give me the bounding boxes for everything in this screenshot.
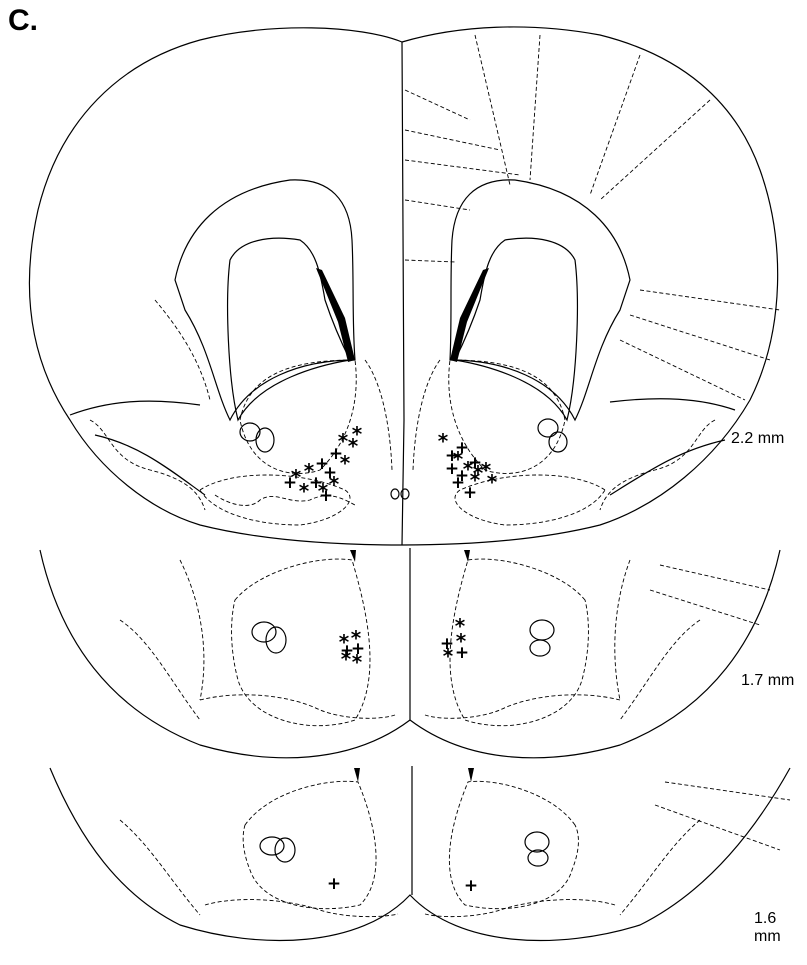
section-1-right-white-matter <box>450 180 630 420</box>
star-marker: * <box>352 650 363 674</box>
section-1-6mm <box>50 766 790 941</box>
plus-marker: + <box>463 483 477 503</box>
section-1-level-label: 2.2 mm <box>731 430 784 448</box>
star-marker: * <box>487 470 498 494</box>
star-marker: * <box>443 644 454 668</box>
section-3-right-ac-1 <box>525 832 549 852</box>
section-2-right-ac-2 <box>530 640 550 656</box>
section-1-left-shell <box>90 420 205 510</box>
section-1-left-tract <box>316 268 355 362</box>
section-1-ventral-band-left <box>70 401 200 415</box>
injection-site-markers: ***+*++**+**+*+*++*+*++***+*+**++****+*+… <box>283 422 498 896</box>
section-2-right-outer <box>615 560 630 700</box>
section-2-left-lateral <box>120 620 200 720</box>
section-2-right-cortical-1 <box>660 565 770 590</box>
section-2-2mm <box>29 27 780 545</box>
section-3-right-cortical-2 <box>655 805 780 850</box>
panel-label: C. <box>8 4 38 38</box>
section-1-midline <box>402 42 404 545</box>
section-1-left-ac-2 <box>256 428 274 452</box>
section-3-level-label: 1.6 mm <box>754 910 807 946</box>
star-marker: * <box>340 451 351 475</box>
section-2-right-ventral <box>425 695 620 718</box>
section-3-left-lateral <box>120 820 200 915</box>
plus-marker: + <box>455 643 469 663</box>
section-1-right-ventricle <box>455 238 577 420</box>
star-marker: * <box>299 479 310 503</box>
section-1-left-medial <box>365 360 392 470</box>
section-1-right-medial <box>413 360 440 470</box>
section-2-right-striatum <box>450 559 588 726</box>
plus-marker: + <box>327 874 341 894</box>
section-1-left-ventricle <box>228 238 350 420</box>
section-2-left-outer <box>180 560 204 700</box>
section-1-right-tract <box>450 268 489 362</box>
star-marker: * <box>341 647 352 671</box>
section-2-right-cortical-2 <box>650 590 760 625</box>
section-3-left-tract <box>354 768 360 782</box>
section-1-cortical-divisions <box>405 35 780 400</box>
plus-marker: + <box>464 876 478 896</box>
section-1-left-lateral-dash <box>155 300 210 400</box>
section-3-left-ac-2 <box>275 838 295 862</box>
section-3-outline <box>50 768 790 941</box>
section-3-left-ventral <box>205 900 398 917</box>
section-3-right-tract <box>468 768 474 782</box>
section-2-left-ventral <box>200 695 395 718</box>
section-2-right-lateral <box>620 620 700 720</box>
section-1-left-white-matter <box>175 180 355 420</box>
section-3-left-striatum <box>243 781 376 908</box>
section-1-midline-circle-1 <box>391 489 399 499</box>
plus-marker: + <box>319 486 333 506</box>
section-1-piriform-right <box>610 440 725 495</box>
section-1-ventral-band-right <box>610 399 735 410</box>
section-2-left-ac-1 <box>252 622 276 642</box>
section-1-left-ventral-complex <box>215 495 355 505</box>
section-2-level-label: 1.7 mm <box>741 672 794 690</box>
section-2-right-ac-1 <box>530 620 554 640</box>
section-3-right-lateral <box>620 820 700 915</box>
section-1-7mm <box>40 548 780 758</box>
section-1-midline-circle-2 <box>401 489 409 499</box>
plus-marker: + <box>283 473 297 493</box>
section-3-right-ventral <box>425 900 615 917</box>
section-1-right-ac-1 <box>538 419 558 437</box>
section-3-right-cortical-1 <box>665 782 790 800</box>
